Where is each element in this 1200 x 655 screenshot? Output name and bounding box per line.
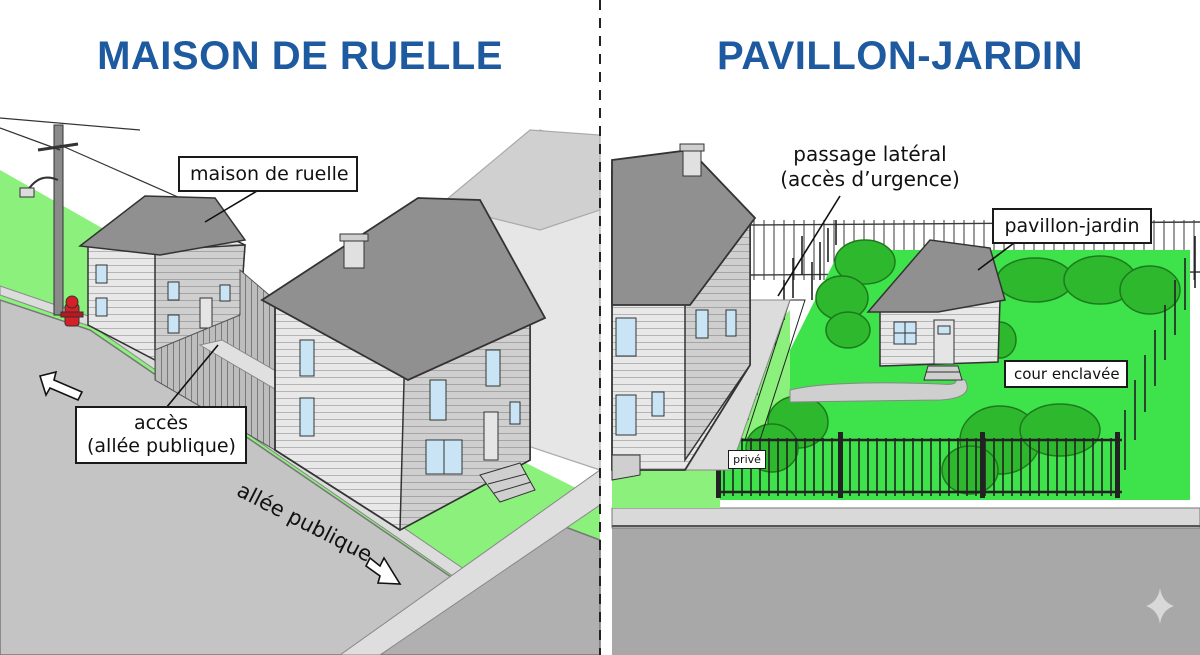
access-label-line2: (allée publique) (87, 435, 236, 457)
pavilion-label-text: pavillon-jardin (1004, 215, 1140, 237)
private-label-text: privé (733, 453, 761, 466)
access-label: accès (allée publique) (75, 406, 247, 464)
alley-arrow-left (38, 370, 84, 402)
laneway-house (78, 195, 247, 362)
side-passage-label-line2: (accès d’urgence) (780, 167, 960, 191)
sidewalk-right (611, 507, 1200, 529)
side-railing-right (1124, 236, 1196, 470)
street-right (612, 525, 1200, 655)
private-label: privé (728, 450, 766, 469)
front-fence (716, 432, 1122, 498)
garden-path (789, 377, 968, 403)
right-panel-title: PAVILLON-JARDIN (716, 34, 1083, 78)
side-passage-label: passage latéral (accès d’urgence) (772, 142, 968, 192)
laneway-house-label-text: maison de ruelle (190, 163, 349, 185)
courtyard-label-text: cour enclavée (1014, 365, 1120, 383)
right-panel-scene (602, 0, 1200, 655)
front-house-right (611, 143, 757, 481)
alley-arrow-right (364, 556, 402, 585)
pavilion-label: pavillon-jardin (992, 208, 1152, 244)
main-house (260, 197, 547, 532)
utility-pole (53, 124, 64, 316)
laneway-house-label: maison de ruelle (178, 156, 358, 192)
fire-hydrant (60, 295, 84, 327)
left-panel-title: MAISON DE RUELLE (97, 34, 503, 78)
access-label-line1: accès (133, 412, 189, 434)
garden-pavilion (866, 239, 1006, 381)
courtyard-label: cour enclavée (1004, 360, 1128, 388)
sparkle-icon (1146, 588, 1174, 624)
left-panel-scene (0, 117, 601, 655)
side-passage-label-line1: passage latéral (793, 142, 947, 166)
